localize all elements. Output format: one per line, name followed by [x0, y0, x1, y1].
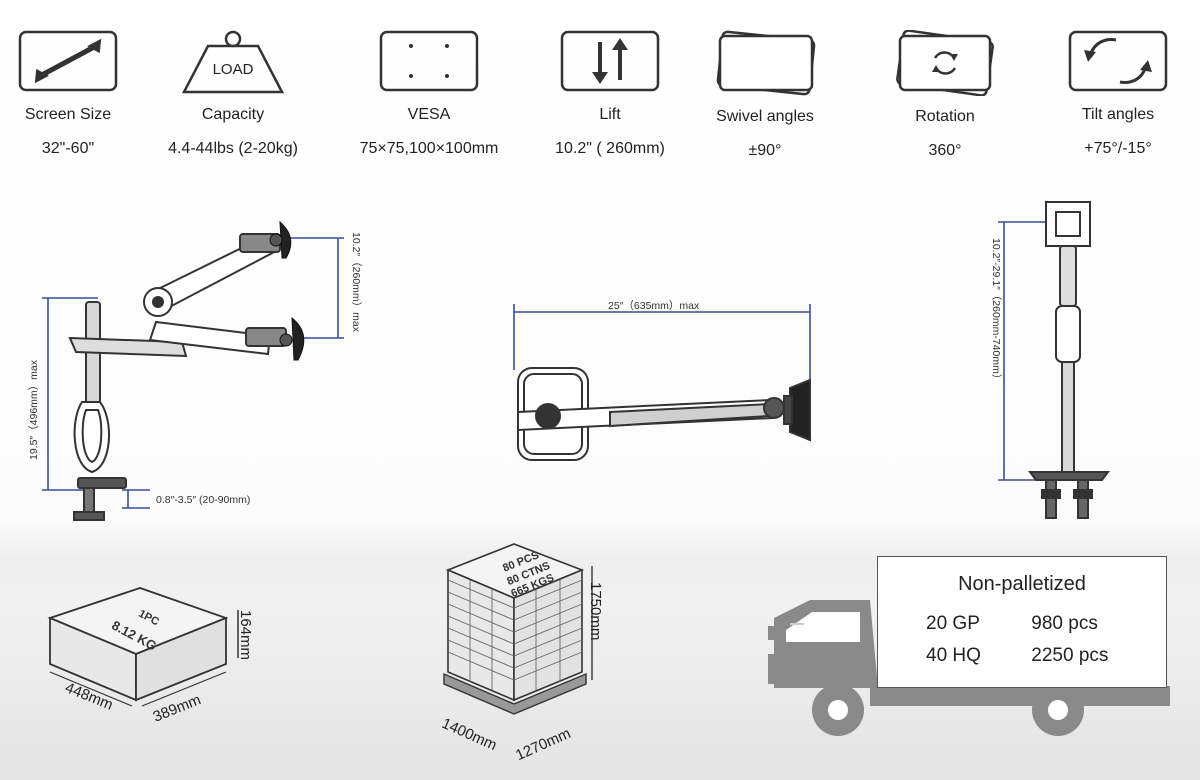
rotation-icon — [896, 30, 994, 96]
shipping-title: Non-palletized — [958, 573, 1086, 595]
tilt-arrows-icon — [1068, 30, 1168, 92]
single-carton — [47, 587, 239, 707]
monitor-arm-front-view — [998, 201, 1110, 519]
carton-height: 164mm — [237, 610, 254, 661]
shipping-row: 20 GP 980 pcs — [926, 613, 1098, 635]
spec-value: 360° — [928, 142, 962, 159]
spec-label: VESA — [407, 106, 451, 123]
dimension-lines — [42, 237, 344, 509]
spec-capacity: LOAD Capacity 4.4-44lbs (2-20kg) — [158, 30, 308, 158]
shipping-panel: Non-palletized 20 GP 980 pcs 40 HQ 2250 … — [877, 556, 1167, 688]
truck-details — [786, 612, 1068, 720]
side-clamp-label: 0.8″-3.5″ (20-90mm) — [156, 494, 251, 506]
front-height-dimension — [998, 221, 1046, 481]
spec-label: Capacity — [201, 106, 265, 123]
spec-label: Swivel angles — [716, 108, 814, 125]
pallet-height: 1750mm — [587, 582, 604, 641]
reach-dimension — [513, 304, 811, 388]
pallet-stack — [443, 543, 593, 715]
spec-value: 32"-60" — [41, 140, 95, 157]
spec-vesa: VESA 75×75,100×100mm — [354, 30, 504, 158]
spec-label: Screen Size — [24, 106, 112, 123]
spec-tilt: Tilt angles +75°/-15° — [1043, 30, 1193, 158]
spec-label: Lift — [599, 106, 621, 123]
spec-value: +75°/-15° — [1084, 140, 1152, 157]
monitor-arm-top-view — [513, 304, 811, 461]
truck-icon — [768, 600, 1170, 736]
side-lift-label: 10.2″（260mm）max — [350, 232, 362, 333]
spec-lift: Lift 10.2" ( 260mm) — [535, 30, 685, 158]
vesa-plate-icon — [379, 30, 479, 92]
swivel-screens-icon — [716, 30, 816, 96]
spec-screen-size: Screen Size 32"-60" — [0, 30, 143, 158]
vesa-plates — [269, 220, 305, 361]
front-height-label: 10.2″-29.1″（260mm-740mm） — [990, 238, 1002, 385]
spec-swivel: Swivel angles ±90° — [690, 30, 840, 160]
load-text: LOAD — [213, 61, 254, 78]
spec-value: 75×75,100×100mm — [359, 140, 499, 157]
pallet-layer-lines — [447, 579, 583, 690]
top-arm-body — [517, 367, 811, 461]
front-arm-body — [1028, 201, 1110, 519]
lift-arrows-icon — [560, 30, 660, 92]
arm-structure — [68, 232, 287, 521]
spec-value: 10.2" ( 260mm) — [555, 140, 665, 157]
spec-rotation: Rotation 360° — [870, 30, 1020, 160]
container-type: 40 HQ — [926, 645, 981, 666]
container-qty: 980 pcs — [1031, 613, 1098, 634]
weight-load-icon: LOAD — [181, 30, 285, 94]
monitor-arm-side-view — [42, 220, 344, 521]
spec-value: 4.4-44lbs (2-20kg) — [168, 140, 298, 157]
spec-label: Tilt angles — [1081, 106, 1155, 123]
spec-value: ±90° — [748, 142, 782, 159]
side-height-label: 19.5″（496mm）max — [28, 359, 40, 460]
shipping-row: 40 HQ 2250 pcs — [926, 645, 1108, 667]
diagonal-arrow-icon — [18, 30, 118, 92]
container-type: 20 GP — [926, 613, 980, 634]
spec-label: Rotation — [915, 108, 975, 125]
top-reach-label: 25″（635mm）max — [608, 300, 700, 312]
container-qty: 2250 pcs — [1031, 645, 1109, 666]
